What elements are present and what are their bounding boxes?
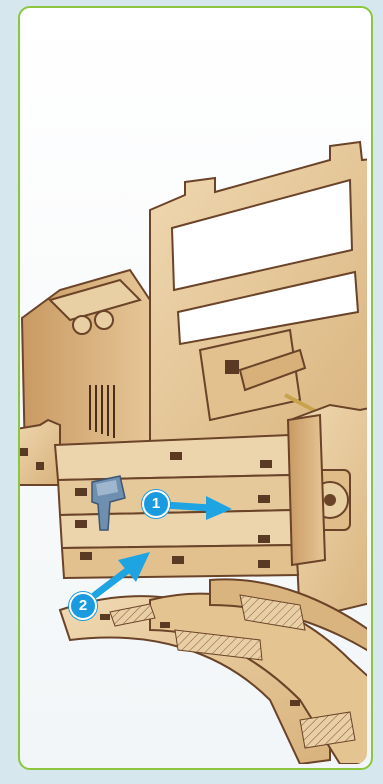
step-badge-1: 1: [142, 490, 170, 518]
step-badge-2: 2: [69, 592, 97, 620]
